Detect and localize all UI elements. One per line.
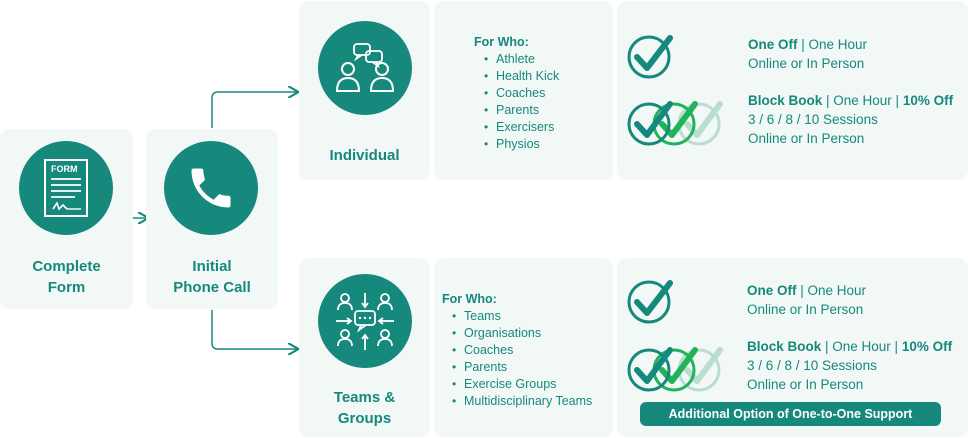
individual-who: For Who: Athlete Health Kick Coaches Par… xyxy=(474,34,559,153)
single-check-icon xyxy=(627,280,673,324)
individual-label: Individual xyxy=(329,147,400,164)
teams-who: For Who: Teams Organisations Coaches Par… xyxy=(442,291,592,410)
teams-circle xyxy=(318,274,412,368)
list-item: Parents xyxy=(452,359,592,376)
list-item: Parents xyxy=(484,102,559,119)
phone-icon xyxy=(191,168,231,208)
list-item: Exercise Groups xyxy=(452,376,592,393)
single-check-icon xyxy=(627,35,673,79)
form-label: Complete Form xyxy=(32,258,101,296)
phone-label: Initial Phone Call xyxy=(173,258,251,296)
svg-text:FORM: FORM xyxy=(51,164,78,174)
list-item: Organisations xyxy=(452,325,592,342)
multi-check-icon xyxy=(627,101,723,146)
list-item: Coaches xyxy=(484,85,559,102)
form-icon: FORM xyxy=(44,159,88,217)
list-item: Exercisers xyxy=(484,119,559,136)
people-talking-icon xyxy=(335,43,395,92)
list-item: Teams xyxy=(452,308,592,325)
who-title: For Who: xyxy=(442,292,497,306)
list-item: Coaches xyxy=(452,342,592,359)
teams-who-list: Teams Organisations Coaches Parents Exer… xyxy=(442,308,592,410)
individual-block-book: Block Book | One Hour | 10% Off 3 / 6 / … xyxy=(748,93,954,146)
list-item: Physios xyxy=(484,136,559,153)
teams-one-off: One Off | One Hour Online or In Person xyxy=(747,283,867,317)
arrow-call-to-individual xyxy=(211,92,297,128)
phone-circle xyxy=(164,141,258,235)
multi-check-icon xyxy=(627,347,723,392)
who-title: For Who: xyxy=(474,35,529,49)
additional-option-badge: Additional Option of One-to-One Support xyxy=(640,402,941,426)
individual-who-list: Athlete Health Kick Coaches Parents Exer… xyxy=(474,51,559,153)
individual-circle xyxy=(318,21,412,115)
list-item: Multidisciplinary Teams xyxy=(452,393,592,410)
form-circle: FORM xyxy=(19,141,113,235)
list-item: Health Kick xyxy=(484,68,559,85)
teams-block-book: Block Book | One Hour | 10% Off 3 / 6 / … xyxy=(747,339,953,392)
individual-offers-card xyxy=(617,1,968,180)
list-item: Athlete xyxy=(484,51,559,68)
individual-one-off: One Off | One Hour Online or In Person xyxy=(748,37,868,71)
arrow-call-to-teams xyxy=(211,310,297,349)
team-group-icon xyxy=(336,293,394,350)
teams-label: Teams & Groups xyxy=(333,389,396,427)
